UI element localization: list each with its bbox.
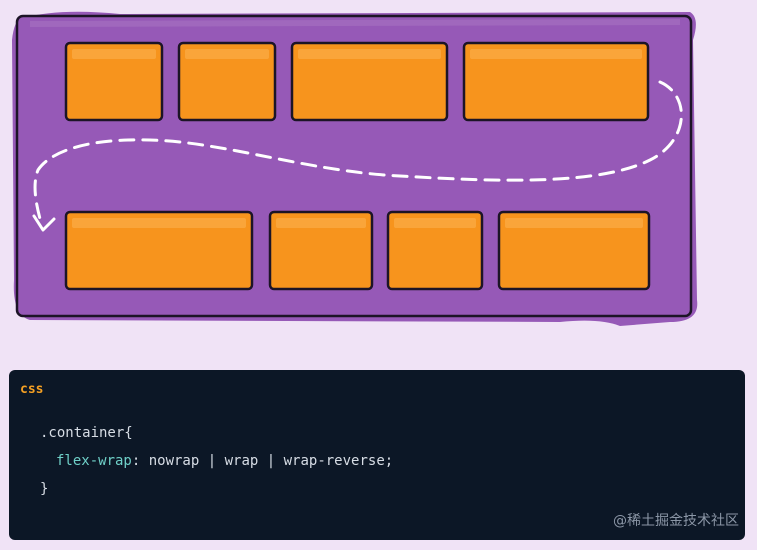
flex-wrap-illustration [12,11,698,326]
code-line-declaration: flex-wrap: nowrap | wrap | wrap-reverse; [56,453,393,469]
code-language-label: css [20,382,44,397]
css-value-wrap-reverse: wrap-reverse [283,453,385,469]
flex-item [386,210,484,291]
flex-item [462,41,650,122]
css-terminator: ; [384,453,394,469]
row-1 [64,41,650,122]
flex-item [64,210,254,291]
code-line-close: } [40,481,49,497]
css-colon: : [131,453,149,469]
css-separator: | [258,453,284,469]
css-value-wrap: wrap [224,453,259,469]
flex-item [290,41,449,122]
flex-item [497,210,651,291]
css-value-nowrap: nowrap [148,453,200,469]
flex-item [64,41,164,122]
row-2 [64,210,651,291]
wrap-arrow-icon [33,80,683,228]
css-property: flex-wrap [56,453,132,469]
code-block: css .container{ flex-wrap: nowrap | wrap… [9,370,745,540]
flex-item [177,41,277,122]
code-line-selector: .container{ [40,425,133,441]
flex-container-diagram [12,11,698,326]
flex-item [268,210,374,291]
css-separator: | [199,453,225,469]
watermark: @稀土掘金技术社区 [613,513,739,529]
